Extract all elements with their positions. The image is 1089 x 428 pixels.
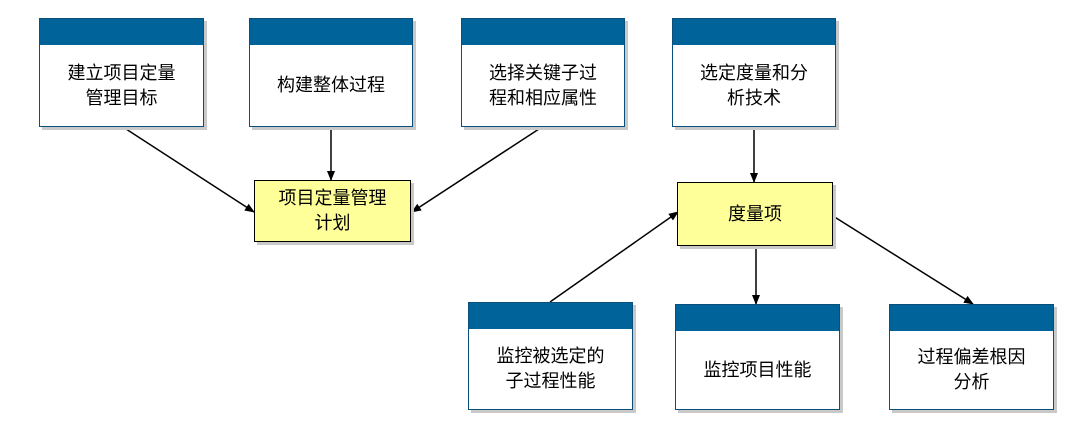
box-header-bar [250, 19, 412, 45]
establish-goals-box: 建立项目定量 管理目标 [39, 18, 204, 127]
label-line: 过程偏差根因 [917, 347, 1026, 368]
box-label: 选择关键子过 程和相应属性 [462, 45, 624, 126]
box-header-bar [673, 19, 835, 45]
label-line: 析技术 [727, 87, 781, 109]
box-header-bar [890, 305, 1053, 331]
label-line: 构建整体过程 [277, 75, 385, 96]
box-header-bar [676, 305, 839, 331]
quantitative-plan-box: 项目定量管理 计划 [254, 180, 411, 242]
box-label: 选定度量和分 析技术 [673, 45, 835, 126]
select-subprocess-box: 选择关键子过 程和相应属性 [461, 18, 625, 127]
label-line: 程和相应属性 [489, 87, 597, 109]
label-line: 项目定量管理 [278, 188, 387, 209]
label-line: 选择关键子过 [489, 62, 597, 84]
box-header-bar [469, 303, 632, 329]
box-header-bar [40, 19, 203, 45]
label-line: 管理目标 [85, 87, 158, 109]
select-measures-box: 选定度量和分 析技术 [672, 18, 836, 127]
box-label: 监控项目性能 [676, 331, 839, 409]
label-line: 监控被选定的 [496, 346, 605, 367]
box-label: 建立项目定量 管理目标 [40, 45, 203, 126]
label-line: 分析 [953, 372, 990, 393]
label-line: 建立项目定量 [67, 62, 176, 84]
monitor-subprocess-box: 监控被选定的 子过程性能 [468, 302, 633, 410]
monitor-performance-box: 监控项目性能 [675, 304, 840, 410]
arrow-items-to-root-cause [832, 215, 974, 305]
label-line: 度量项 [728, 203, 782, 225]
label-line: 选定度量和分 [700, 62, 808, 84]
arrow-subprocess-to-plan [411, 126, 543, 213]
box-label: 过程偏差根因 分析 [890, 331, 1053, 409]
box-header-bar [462, 19, 624, 45]
root-cause-box: 过程偏差根因 分析 [889, 304, 1054, 410]
measure-items-box: 度量项 [677, 182, 833, 246]
label-line: 计划 [314, 213, 351, 234]
box-label: 构建整体过程 [250, 45, 412, 126]
arrow-monitor-sub-to-items [549, 211, 679, 303]
label-line: 监控项目性能 [703, 359, 812, 381]
label-line: 子过程性能 [505, 371, 596, 392]
arrow-goals-to-plan [122, 126, 255, 213]
build-process-box: 构建整体过程 [249, 18, 413, 127]
box-label: 监控被选定的 子过程性能 [469, 329, 632, 409]
